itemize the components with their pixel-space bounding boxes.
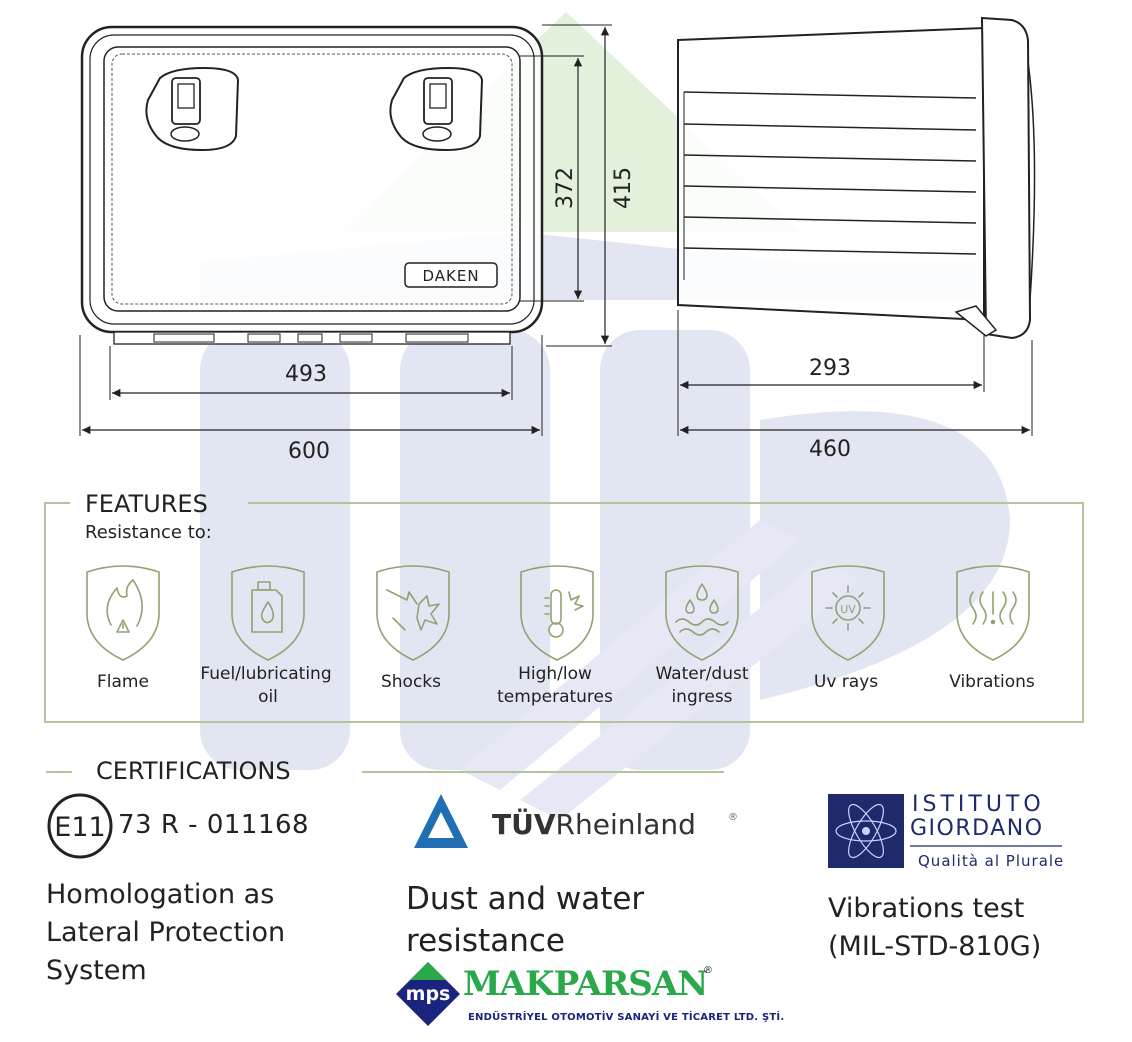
giordano-tagline: Qualità al Plurale (918, 852, 1065, 870)
features-title: FEATURES (85, 490, 208, 518)
feature-label-flame: Flame (97, 672, 149, 692)
tuv-desc-line-1: Dust and water (406, 881, 645, 917)
giordano-line-2: GIORDANO (910, 816, 1044, 841)
brand-plate (404, 262, 498, 288)
tuv-desc-line-2: resistance (406, 923, 565, 959)
mps-logo-icon: mps (396, 962, 460, 1026)
flame-icon (86, 565, 160, 661)
mps-mark-text: mps (406, 983, 451, 1005)
feature-label-uv: Uv rays (814, 672, 878, 692)
uv-sun-icon: UV (811, 565, 885, 661)
feature-label-temp-1: High/low (518, 664, 592, 684)
feature-icons: UV (86, 565, 1030, 661)
vibration-icon (956, 565, 1030, 661)
front-view: DAKEN (80, 25, 544, 345)
features-panel (44, 502, 1084, 723)
dim-372: 372 (553, 167, 578, 209)
left-handle (145, 66, 240, 152)
giordano-logo-icon (828, 794, 1062, 868)
giordano-description: Vibrations test (MIL-STD-810G) (828, 890, 1041, 966)
feature-label-temp-2: temperatures (497, 687, 613, 707)
front-dimensions: 493 600 372 415 (79, 24, 636, 464)
tuv-wordmark: TÜVRheinland (492, 808, 696, 841)
dim-293: 293 (809, 356, 851, 381)
homologation-description: Homologation as Lateral Protection Syste… (46, 876, 285, 990)
oil-can-icon (231, 565, 305, 661)
homologation-line-3: System (46, 955, 147, 986)
feature-label-water-1: Water/dust (655, 664, 748, 684)
side-view (677, 16, 1036, 340)
certifications-title: CERTIFICATIONS (96, 757, 291, 785)
homologation-line-1: Homologation as (46, 879, 275, 910)
thermometer-icon (520, 565, 594, 661)
tuv-wordmark-rest: Rheinland (555, 808, 696, 841)
side-dimensions: 293 460 (677, 310, 1033, 462)
makparsan-company-line: ENDÜSTRİYEL OTOMOTİV SANAYİ VE TİCARET L… (468, 1012, 785, 1023)
tuv-description: Dust and water resistance (406, 878, 644, 962)
e11-mark-icon: E11 (47, 793, 113, 859)
feature-label-vibrations: Vibrations (949, 672, 1035, 692)
dim-415: 415 (611, 167, 636, 209)
feature-label-fuel-2: oil (258, 687, 278, 707)
dim-600: 600 (288, 439, 330, 464)
feature-label-fuel-1: Fuel/lubricating (200, 664, 331, 684)
shock-icon (376, 565, 450, 661)
tuv-logo-icon (414, 794, 468, 848)
tuv-wordmark-bold: TÜV (492, 808, 556, 841)
brand-plate-text: DAKEN (422, 267, 479, 285)
water-drops-icon (665, 565, 739, 661)
feature-label-shocks: Shocks (381, 672, 441, 692)
makparsan-wordmark: MAKPARSAN (463, 964, 708, 1004)
feature-labels: Flame Fuel/lubricating oil Shocks High/l… (97, 664, 1035, 707)
e11-mark-text: E11 (54, 812, 105, 843)
e11-approval-code: 73 R - 011168 (118, 810, 310, 840)
dim-460: 460 (809, 437, 851, 462)
makparsan-registered-mark: ® (703, 965, 713, 976)
giordano-desc-line-2: (MIL-STD-810G) (828, 931, 1042, 962)
homologation-line-2: Lateral Protection (46, 917, 286, 948)
feature-label-water-2: ingress (671, 687, 732, 707)
svg-text:UV: UV (840, 603, 856, 616)
giordano-line-1: ISTITUTO (912, 792, 1045, 817)
right-handle (389, 66, 484, 152)
tuv-registered-mark: ® (728, 812, 738, 823)
giordano-desc-line-1: Vibrations test (828, 893, 1025, 924)
features-subtitle: Resistance to: (85, 522, 212, 543)
dim-493: 493 (285, 362, 327, 387)
